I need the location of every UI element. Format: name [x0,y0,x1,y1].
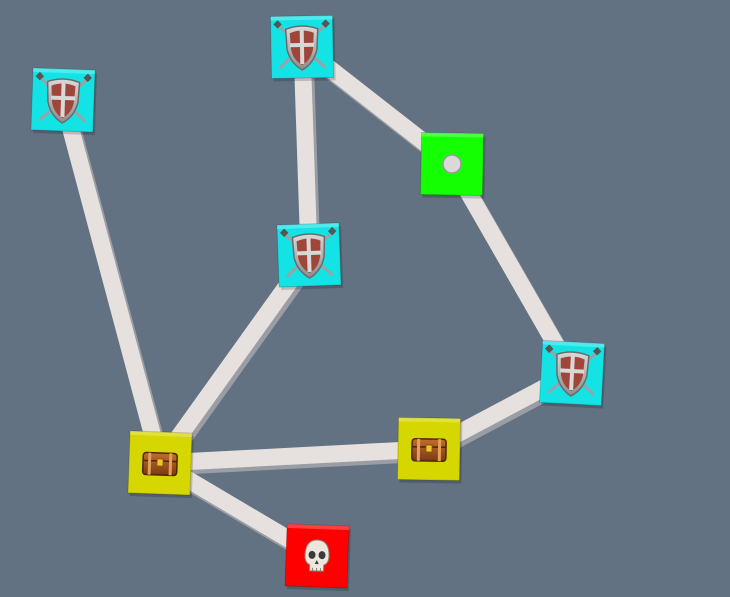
map-node-battle-middle[interactable] [276,222,344,290]
shield-crossed-swords-icon [544,344,602,397]
path-battle-middle-to-treasure-left [153,250,316,468]
map-node-battle-right[interactable] [538,339,607,409]
skull-icon [304,539,330,572]
treasure-chest-icon [411,438,447,462]
path-battle-top-left-to-treasure-left [54,97,169,466]
map-node-start[interactable] [419,131,486,199]
map-node-treasure-right[interactable] [396,416,463,484]
map-node-treasure-left[interactable] [127,430,194,499]
shield-crossed-swords-icon [273,19,330,71]
treasure-chest-icon [141,451,178,477]
shield-crossed-swords-icon [35,71,93,124]
map-node-battle-top-center[interactable] [269,14,336,82]
map-nodes [30,14,607,592]
map-node-battle-top-left[interactable] [30,67,97,136]
path-start-to-battle-right [444,159,580,378]
shield-crossed-swords-icon [279,226,337,279]
path-treasure-left-to-treasure-right [159,440,430,472]
map-node-boss[interactable] [284,523,351,592]
white-dot-icon [442,154,462,174]
path-battle-top-center-to-battle-middle [293,46,318,256]
